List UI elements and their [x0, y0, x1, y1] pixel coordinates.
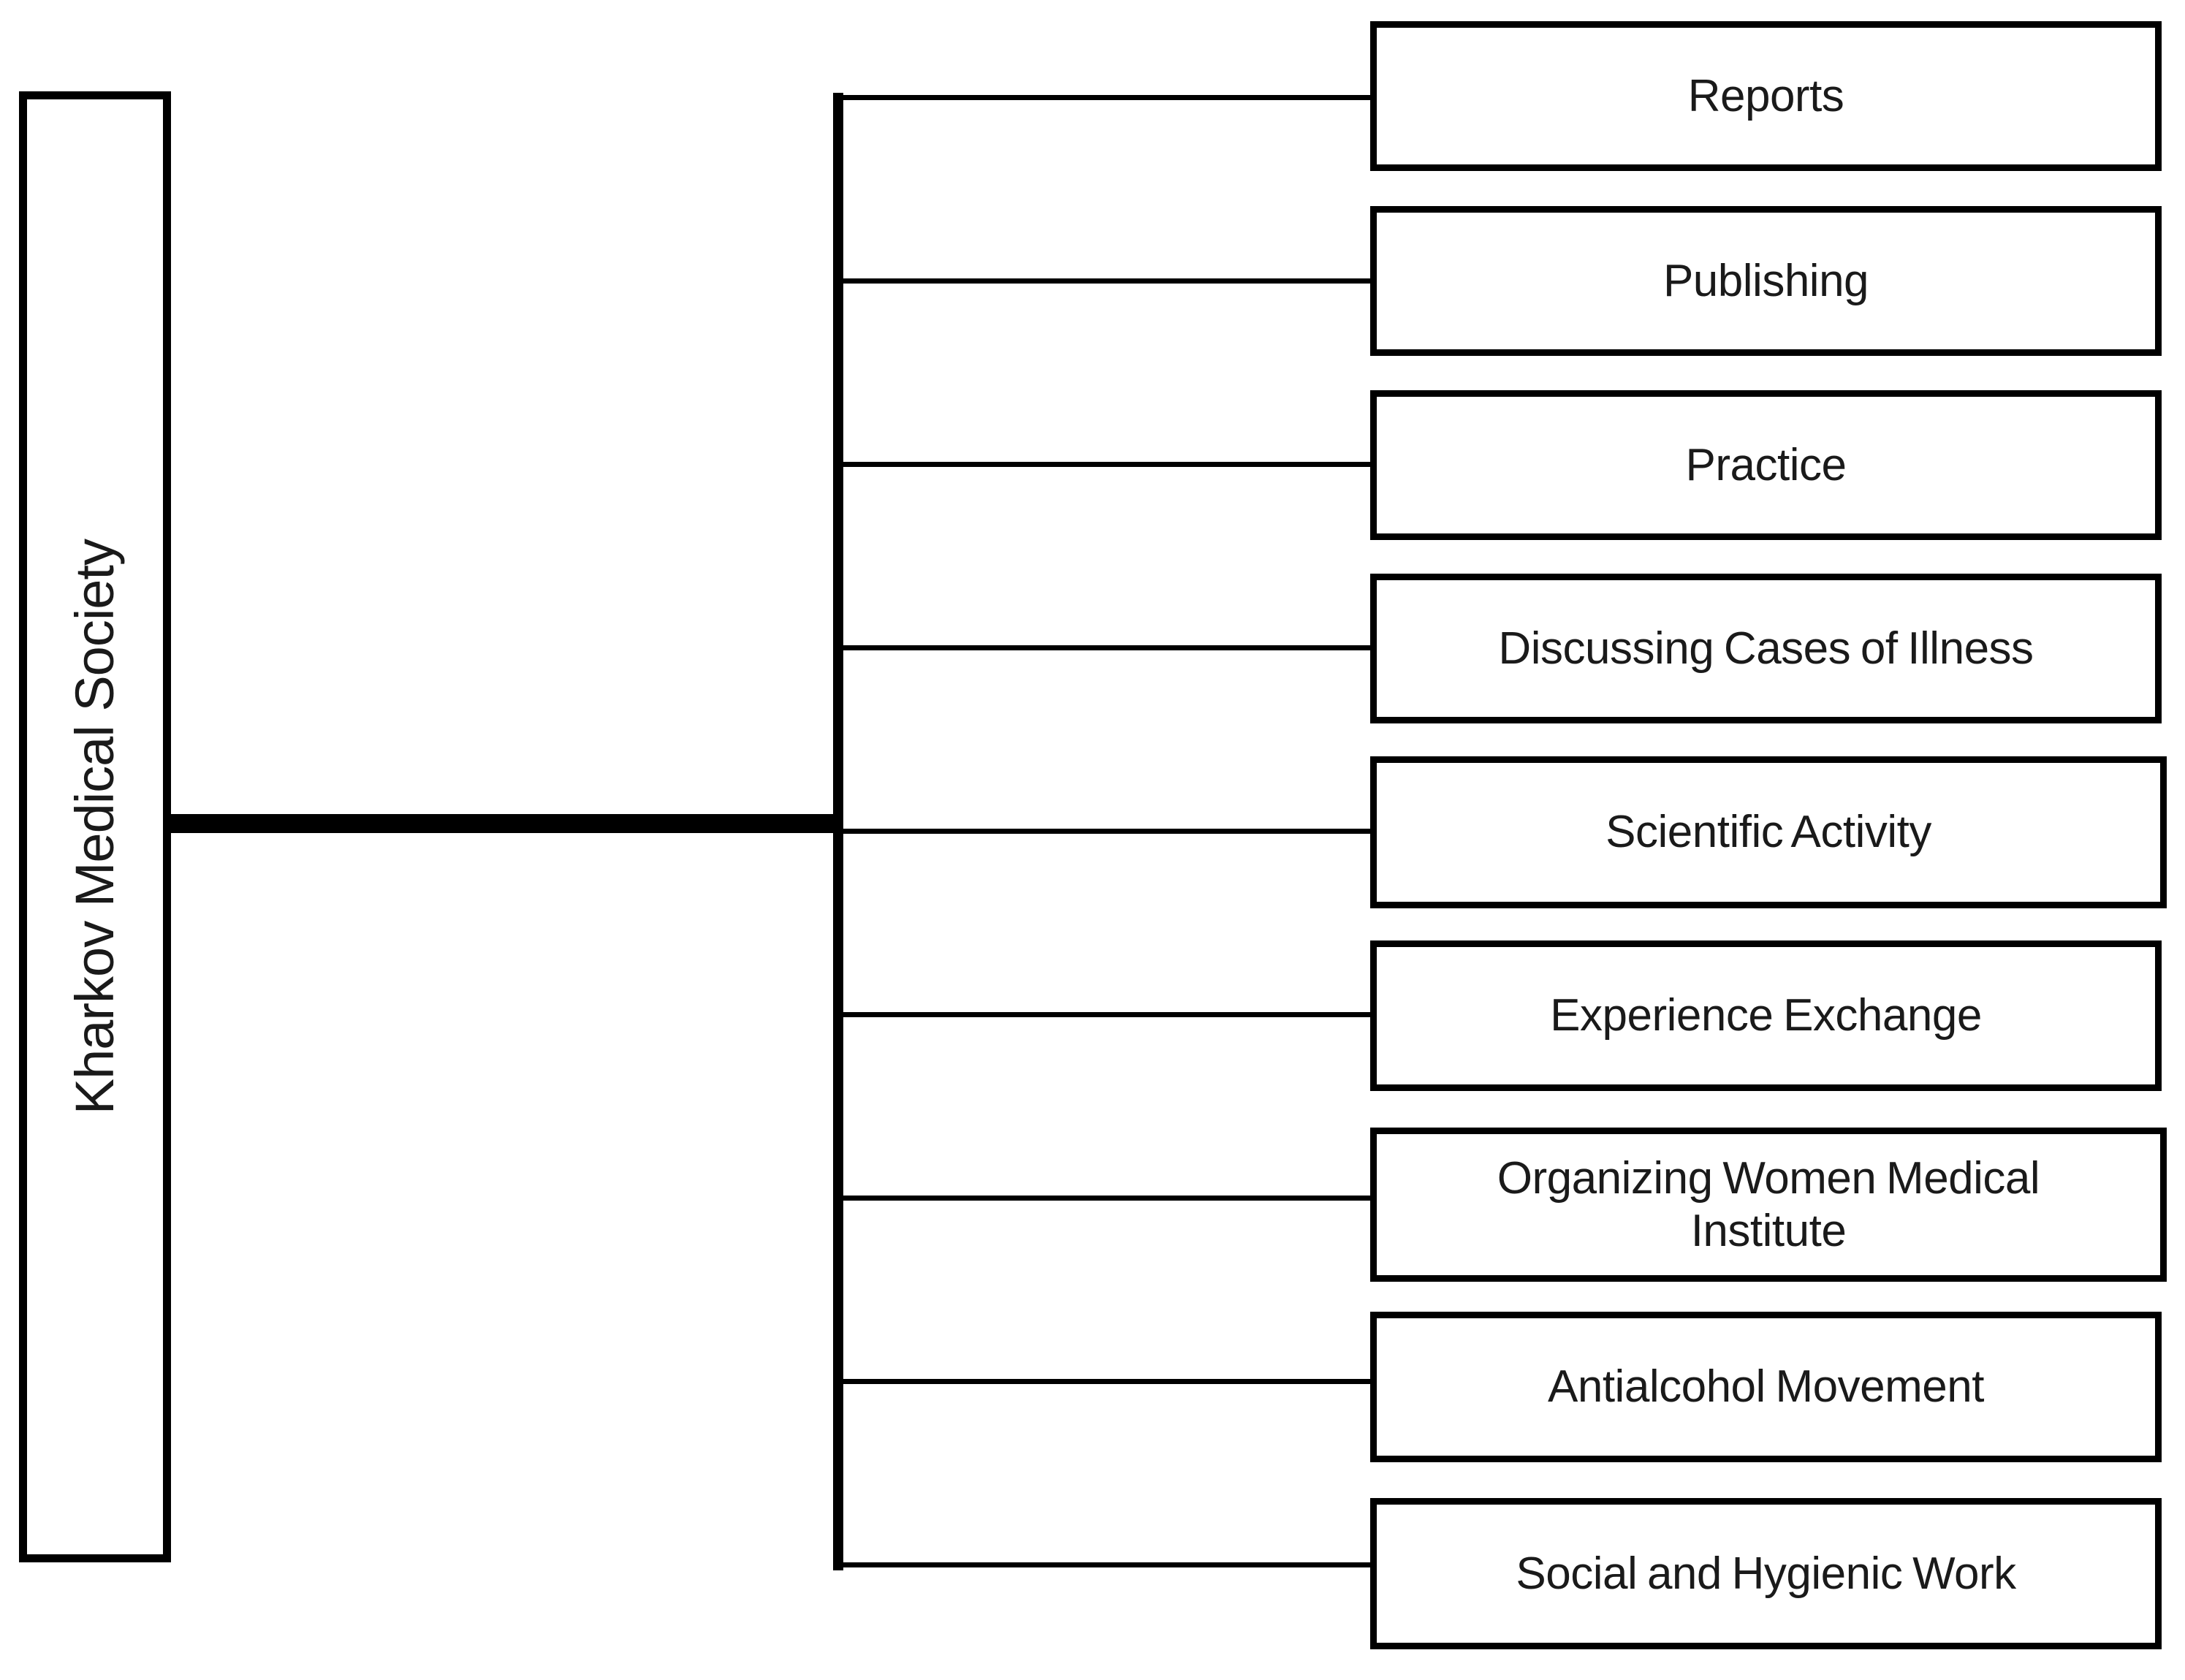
root-node-label: Kharkov Medical Society: [64, 539, 125, 1115]
leaf-node-label-experience-exchange: Experience Exchange: [1550, 990, 1982, 1041]
leaf-node-publishing[interactable]: Publishing: [1370, 206, 2162, 356]
branch-connector-2: [840, 278, 1372, 284]
leaf-node-scientific-activity[interactable]: Scientific Activity: [1370, 756, 2167, 908]
leaf-node-organizing-women-medical-institute[interactable]: Organizing Women Medical Institute: [1370, 1128, 2167, 1282]
leaf-node-label-reports: Reports: [1687, 70, 1844, 121]
leaf-node-reports[interactable]: Reports: [1370, 21, 2162, 171]
leaf-node-label-organizing-women-medical-institute: Organizing Women Medical Institute: [1497, 1152, 2040, 1256]
leaf-node-practice[interactable]: Practice: [1370, 390, 2162, 540]
leaf-node-discussing-cases-of-illness[interactable]: Discussing Cases of Illness: [1370, 574, 2162, 723]
branch-connector-5: [840, 829, 1372, 834]
branch-connector-9: [840, 1562, 1372, 1567]
leaf-node-experience-exchange[interactable]: Experience Exchange: [1370, 940, 2162, 1091]
branch-connector-3: [840, 462, 1372, 467]
branch-connector-4: [840, 645, 1372, 650]
leaf-node-label-scientific-activity: Scientific Activity: [1606, 807, 1931, 858]
branch-connector-1: [840, 95, 1372, 100]
root-node-kharkov-medical-society[interactable]: Kharkov Medical Society: [19, 91, 171, 1562]
leaf-node-label-social-and-hygienic-work: Social and Hygienic Work: [1516, 1548, 2016, 1599]
trunk-connector: [171, 814, 843, 833]
leaf-node-label-discussing-cases-of-illness: Discussing Cases of Illness: [1498, 623, 2034, 674]
leaf-node-label-antialcohol-movement: Antialcohol Movement: [1548, 1361, 1984, 1413]
leaf-node-social-and-hygienic-work[interactable]: Social and Hygienic Work: [1370, 1498, 2162, 1649]
branch-connector-7: [840, 1196, 1372, 1201]
leaf-node-label-practice: Practice: [1685, 439, 1847, 490]
branch-connector-6: [840, 1012, 1372, 1017]
branch-connector-8: [840, 1379, 1372, 1384]
leaf-node-antialcohol-movement[interactable]: Antialcohol Movement: [1370, 1312, 2162, 1462]
leaf-node-label-publishing: Publishing: [1662, 255, 1869, 306]
